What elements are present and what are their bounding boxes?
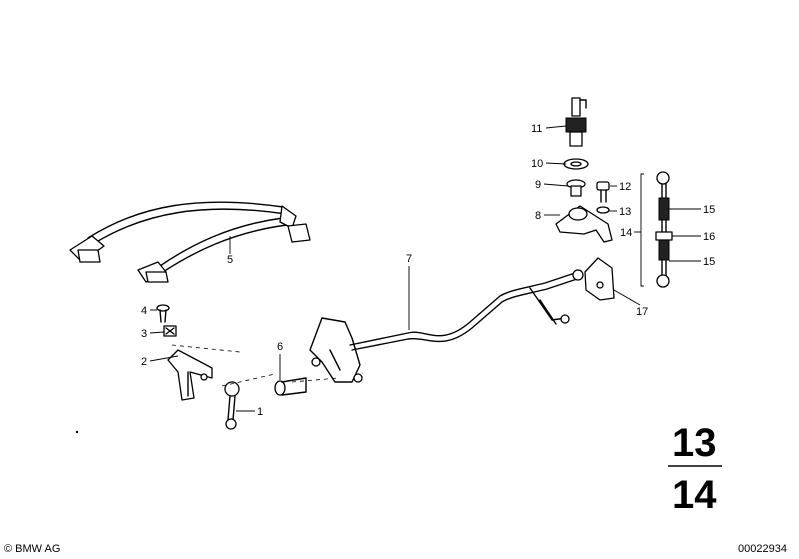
part-1-ball-joint <box>224 381 240 430</box>
part-4-screw <box>156 304 170 323</box>
group-number: 13 14 <box>668 421 722 517</box>
callout-14: 14 <box>620 227 632 239</box>
callout-7: 7 <box>406 253 412 265</box>
copyright-text: © BMW AG <box>4 543 60 555</box>
callout-11: 11 <box>531 123 542 135</box>
part-12-screw <box>596 181 610 203</box>
part-3-nut <box>163 325 177 337</box>
callout-12: 12 <box>619 181 631 193</box>
callout-4: 4 <box>141 305 147 317</box>
part-13-washer <box>596 206 610 214</box>
callout-17: 17 <box>636 306 648 318</box>
stray-mark <box>75 430 79 434</box>
callout-2: 2 <box>141 356 147 368</box>
callout-16: 16 <box>703 231 715 243</box>
diagram-number: 00022934 <box>738 543 787 555</box>
callout-3: 3 <box>141 328 147 340</box>
alignment-line <box>221 373 276 387</box>
callout-13: 13 <box>619 206 631 218</box>
part-17-bracket <box>584 257 615 301</box>
part-11-switch <box>565 97 587 147</box>
part-7-shift-rod <box>309 269 584 383</box>
part-5-cable-assembly <box>69 201 311 283</box>
part-10-clip <box>563 158 589 170</box>
part-8-mount-plate <box>555 205 613 243</box>
part-9-bushing <box>566 179 586 197</box>
part-2-bracket <box>167 349 213 401</box>
callout-10: 10 <box>531 158 543 170</box>
callout-6: 6 <box>277 341 283 353</box>
part-14-linkage-rod <box>655 171 673 288</box>
callout-15-top: 15 <box>703 204 715 216</box>
callout-8: 8 <box>535 210 541 222</box>
group-number-bottom: 14 <box>672 473 717 517</box>
part-6-bolt <box>274 377 307 396</box>
callout-5: 5 <box>227 254 233 266</box>
callouts: 1 2 3 4 5 6 7 8 9 10 11 12 13 14 15 16 1 <box>141 123 715 418</box>
bracket-14 <box>640 173 644 287</box>
alignment-line <box>171 344 241 353</box>
group-number-top: 13 <box>672 421 717 465</box>
callout-15-bottom: 15 <box>703 256 715 268</box>
callout-1: 1 <box>257 406 263 418</box>
callout-9: 9 <box>535 179 541 191</box>
